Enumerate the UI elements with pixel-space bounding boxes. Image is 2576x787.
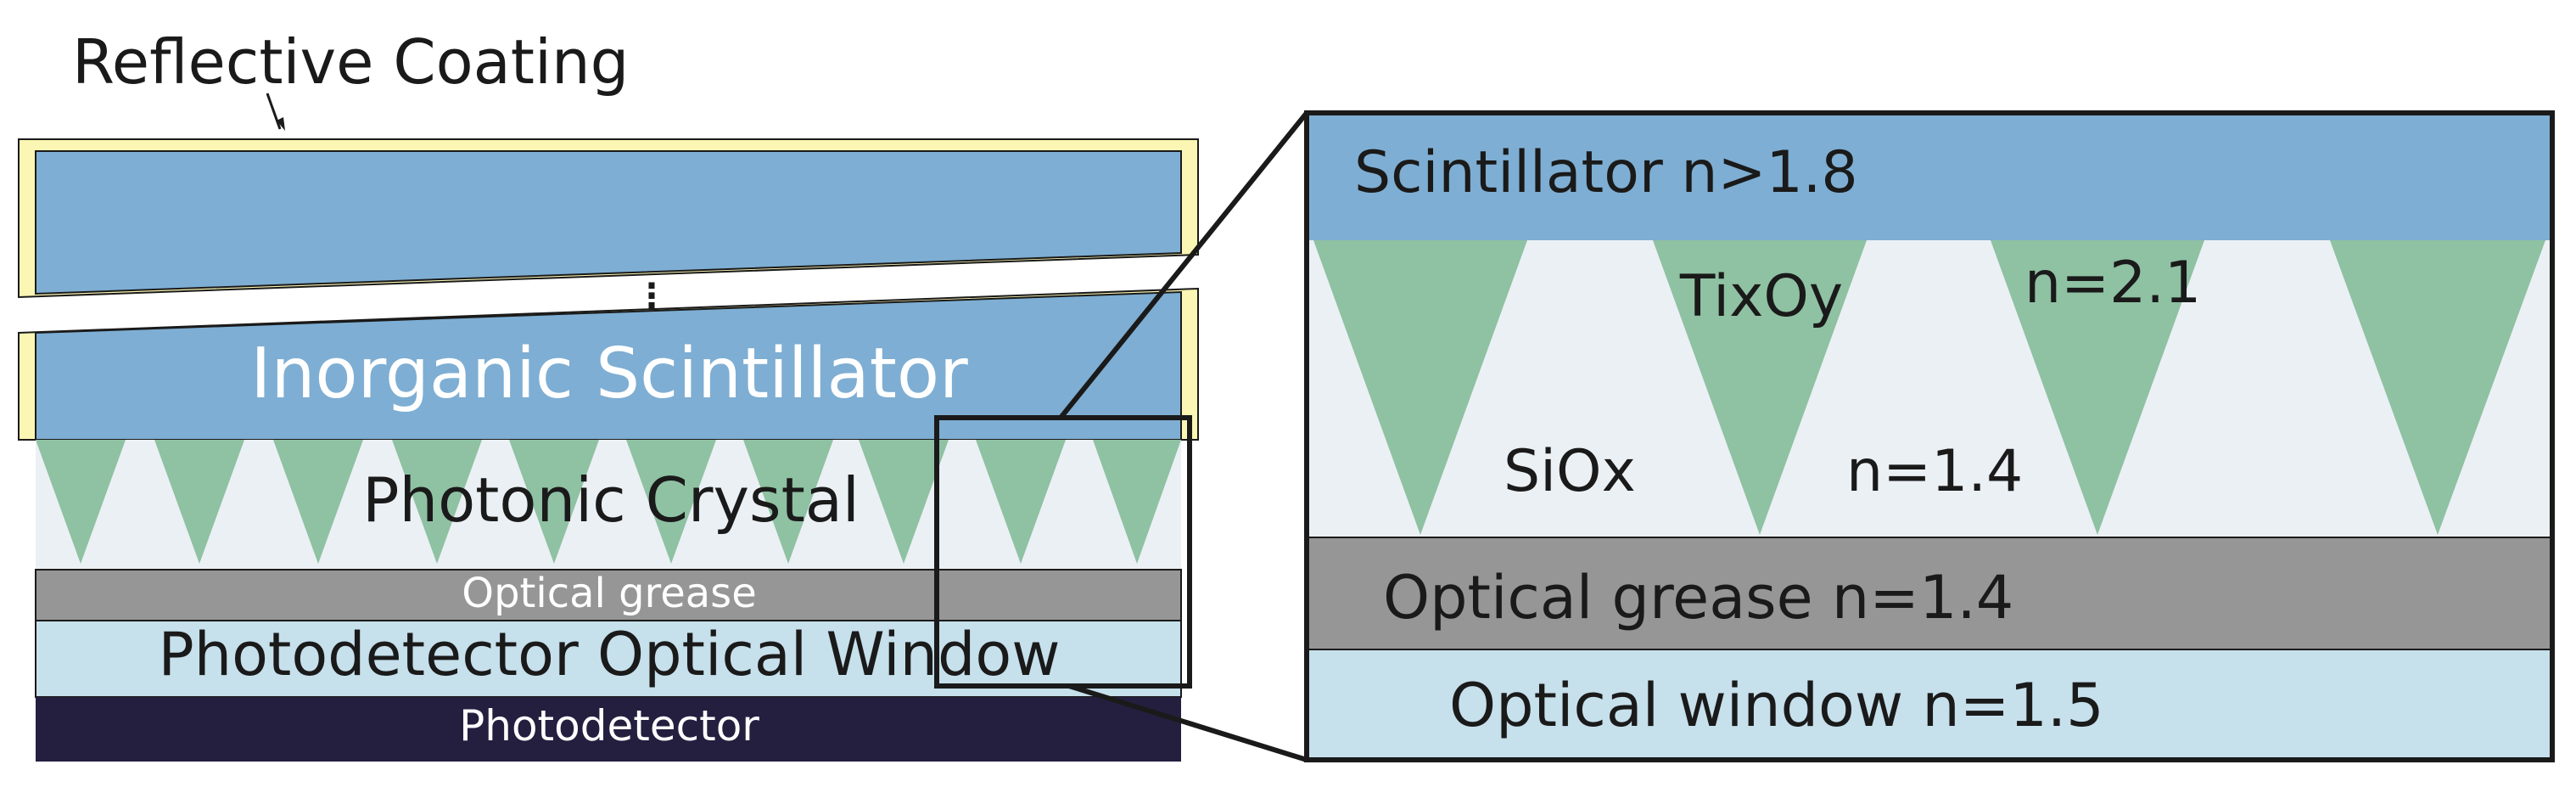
crystal-triangle bbox=[273, 440, 363, 564]
siox-label: SiOx bbox=[1504, 438, 1636, 505]
photonic-crystal-label: Photonic Crystal bbox=[362, 464, 860, 536]
photodetector-layer bbox=[36, 697, 1181, 762]
photodetector-label: Photodetector bbox=[459, 701, 759, 750]
zoom-window-layer bbox=[1306, 649, 2553, 761]
coating-arrow bbox=[266, 93, 282, 130]
left-stack: Reflective Coating ⋮ Inorganic Scintilla… bbox=[18, 26, 1199, 762]
crystal-triangle bbox=[976, 440, 1066, 564]
zoom-grease-layer bbox=[1306, 537, 2553, 650]
zoom-grease-label: Optical grease n=1.4 bbox=[1383, 563, 2013, 632]
inorganic-scintillator-label: Inorganic Scintillator bbox=[250, 334, 968, 414]
zoom-panel: Scintillator n>1.8 TixOy n=2.1 SiOx n=1.… bbox=[1304, 110, 2555, 762]
crystal-triangle bbox=[36, 440, 126, 564]
tixoy-triangle bbox=[1653, 240, 1867, 535]
zoom-crystal-layer bbox=[1307, 240, 2552, 537]
left-crystal-triangles bbox=[36, 440, 1181, 564]
scintillator-top-piece bbox=[35, 150, 1182, 295]
zoom-window-label: Optical window n=1.5 bbox=[1449, 671, 2104, 740]
zoom-connector-top bbox=[1058, 111, 1309, 419]
crystal-triangle bbox=[1093, 440, 1181, 564]
crystal-triangle bbox=[743, 440, 833, 564]
tixoy-triangle bbox=[1991, 240, 2204, 535]
reflective-coating-label: Reflective Coating bbox=[72, 26, 629, 98]
crystal-triangle bbox=[626, 440, 716, 564]
optical-grease-layer bbox=[35, 569, 1182, 621]
photodetector-window-label: Photodetector Optical Window bbox=[159, 620, 1061, 689]
tixoy-label: TixOy bbox=[1679, 263, 1843, 330]
tixoy-index-label: n=2.1 bbox=[2024, 250, 2201, 317]
siox-index-label: n=1.4 bbox=[1846, 438, 2023, 505]
zoom-scintillator-label: Scintillator n>1.8 bbox=[1354, 139, 1858, 206]
crystal-triangle bbox=[154, 440, 244, 564]
zoom-panel-border bbox=[1304, 110, 2555, 762]
optical-grease-label: Optical grease bbox=[462, 570, 756, 617]
zoom-crystal-triangles bbox=[1313, 240, 2545, 535]
coating-arrow-head bbox=[277, 117, 285, 131]
crystal-triangle bbox=[859, 440, 949, 564]
crystal-triangle bbox=[509, 440, 599, 564]
tixoy-triangle bbox=[2330, 240, 2545, 535]
zoom-scintillator-layer bbox=[1307, 113, 2552, 240]
tixoy-triangle bbox=[1313, 240, 1527, 535]
crystal-triangle bbox=[392, 440, 482, 564]
zoom-connector-bottom bbox=[1068, 683, 1308, 762]
